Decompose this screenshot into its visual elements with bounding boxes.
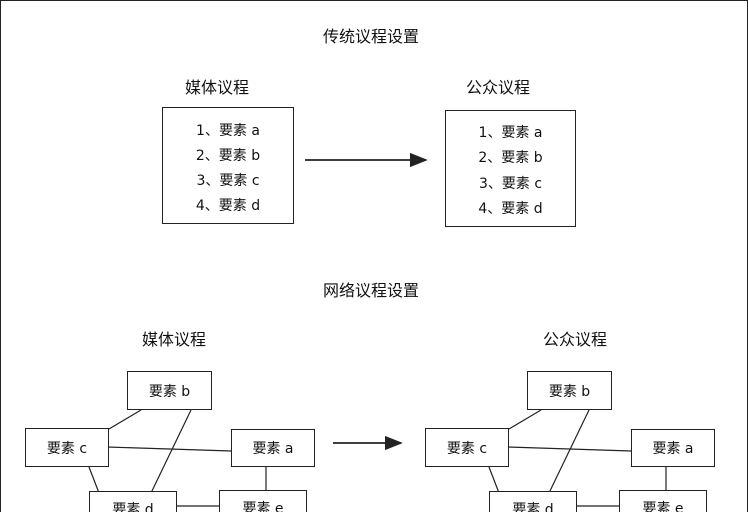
list-item: 3、要素 c [478, 176, 543, 192]
public-node-a: 要素 a [631, 429, 715, 467]
edge-right-b-c [508, 409, 542, 430]
network-media-label: 媒体议程 [141, 330, 207, 349]
edge-right-b-d [548, 409, 590, 494]
edge-left-b-c [108, 409, 142, 430]
list-item: 1、要素 a [478, 125, 543, 141]
public-node-c: 要素 c [425, 428, 509, 467]
network-public-label: 公众议程 [542, 330, 608, 349]
list-item: 4、要素 d [478, 201, 543, 217]
network-heading: 网络议程设置 [322, 281, 420, 300]
public-node-b: 要素 b [527, 371, 612, 410]
public-node-e: 要素 e [619, 490, 707, 512]
media-node-b: 要素 b [127, 371, 212, 410]
traditional-media-list: 1、要素 a 2、要素 b 3、要素 c 4、要素 d [162, 107, 294, 224]
media-node-a: 要素 a [231, 429, 315, 467]
traditional-heading: 传统议程设置 [322, 27, 420, 46]
media-node-c: 要素 c [25, 428, 109, 467]
traditional-media-label: 媒体议程 [184, 78, 250, 97]
list-item: 1、要素 a [196, 123, 260, 139]
edge-left-c-d [88, 466, 100, 494]
edge-left-b-d [150, 409, 192, 494]
traditional-public-label: 公众议程 [465, 78, 531, 97]
edge-right-c-d [488, 466, 500, 494]
list-item: 2、要素 b [478, 150, 543, 166]
list-item: 3、要素 c [196, 173, 260, 189]
traditional-public-list: 1、要素 a 2、要素 b 3、要素 c 4、要素 d [445, 110, 576, 227]
public-node-d: 要素 d [489, 491, 577, 512]
edge-right-c-a [506, 446, 632, 452]
media-node-d: 要素 d [89, 491, 177, 512]
list-item: 4、要素 d [195, 198, 261, 214]
media-node-e: 要素 e [219, 490, 307, 512]
list-item: 2、要素 b [195, 148, 261, 164]
edge-left-c-a [106, 446, 232, 452]
